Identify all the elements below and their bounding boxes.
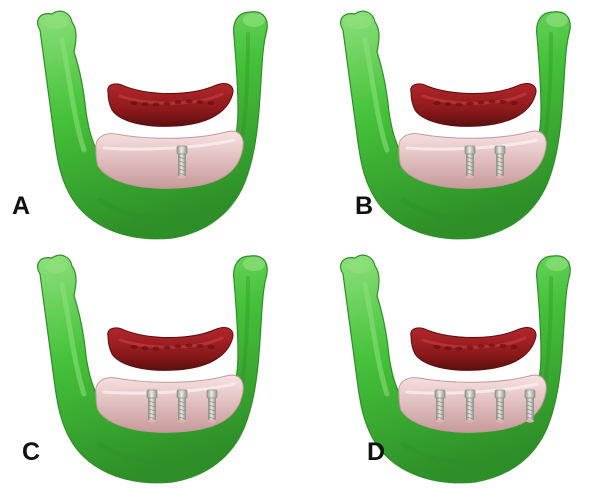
implant-emergence [178, 419, 186, 422]
implant-head [495, 390, 505, 398]
overdenture-texture [467, 346, 474, 350]
implant-head [495, 146, 505, 154]
overdenture-texture [208, 345, 215, 349]
overdenture-texture [175, 100, 182, 104]
panel-label-d: D [367, 440, 385, 465]
overdenture [108, 84, 233, 127]
overdenture-texture [500, 100, 507, 104]
overdenture-texture [153, 102, 160, 106]
mandible-model-a [0, 0, 303, 244]
mandible-model-b [303, 0, 606, 244]
implant [525, 390, 535, 423]
panel-label-b: B [355, 194, 373, 219]
panel-b: B [303, 0, 606, 244]
overdenture-texture [434, 345, 441, 349]
panel-label-a: A [12, 194, 30, 219]
overdenture-texture [445, 346, 452, 350]
overdenture-texture [142, 346, 149, 350]
jaw-model [38, 11, 268, 239]
implant-head [435, 390, 445, 398]
implant-emergence [466, 175, 474, 178]
left-condyle [347, 259, 371, 273]
mandible-model-d [303, 244, 606, 488]
implant-emergence [178, 175, 186, 178]
overdenture-texture [175, 344, 182, 348]
implant-head [147, 390, 157, 398]
implant-head [177, 146, 187, 154]
implant-emergence [466, 419, 474, 422]
overdenture-texture [489, 344, 496, 348]
right-condyle [243, 13, 265, 27]
jaw-model [38, 255, 268, 483]
overdenture-texture [511, 101, 518, 105]
overdenture-texture [142, 102, 149, 106]
overdenture [108, 328, 233, 371]
implant-emergence [148, 419, 156, 422]
implant-head [525, 390, 535, 398]
right-condyle [546, 13, 568, 27]
implant [177, 146, 187, 179]
implant [435, 390, 445, 423]
left-condyle [44, 259, 68, 273]
mandible-model-c [0, 244, 303, 488]
overdenture [411, 328, 536, 371]
right-condyle [546, 257, 568, 271]
implant-emergence [526, 419, 534, 422]
overdenture-texture [164, 346, 171, 350]
overdenture-texture [197, 100, 204, 104]
implant [495, 390, 505, 423]
panel-c: C [0, 244, 303, 488]
implant-emergence [496, 175, 504, 178]
implant [465, 390, 475, 423]
overdenture-texture [186, 344, 193, 348]
overdenture-texture [153, 346, 160, 350]
implant [177, 390, 187, 423]
implant-head [207, 390, 217, 398]
jaw-model [341, 11, 571, 239]
left-condyle [347, 15, 371, 29]
overdenture-texture [478, 344, 485, 348]
implant [207, 390, 217, 423]
overdenture-texture [434, 101, 441, 105]
implant [465, 146, 475, 179]
overdenture-texture [511, 345, 518, 349]
implant-emergence [436, 419, 444, 422]
implant-emergence [496, 419, 504, 422]
left-condyle [44, 15, 68, 29]
implant [495, 146, 505, 179]
implant [147, 390, 157, 423]
panel-d: D [303, 244, 606, 488]
overdenture-texture [489, 100, 496, 104]
overdenture-texture [500, 344, 507, 348]
right-condyle [243, 257, 265, 271]
implant-head [465, 146, 475, 154]
overdenture-texture [131, 345, 138, 349]
overdenture-texture [186, 100, 193, 104]
overdenture-texture [197, 344, 204, 348]
overdenture [411, 84, 536, 127]
implant-head [465, 390, 475, 398]
overdenture-texture [445, 102, 452, 106]
overdenture-texture [478, 100, 485, 104]
overdenture-texture [467, 102, 474, 106]
overdenture-texture [456, 346, 463, 350]
overdenture-texture [131, 101, 138, 105]
panel-label-c: C [22, 440, 40, 465]
implant-emergence [208, 419, 216, 422]
overdenture-texture [208, 101, 215, 105]
overdenture-texture [456, 102, 463, 106]
overdenture-texture [164, 102, 171, 106]
implant-head [177, 390, 187, 398]
panel-a: A [0, 0, 303, 244]
